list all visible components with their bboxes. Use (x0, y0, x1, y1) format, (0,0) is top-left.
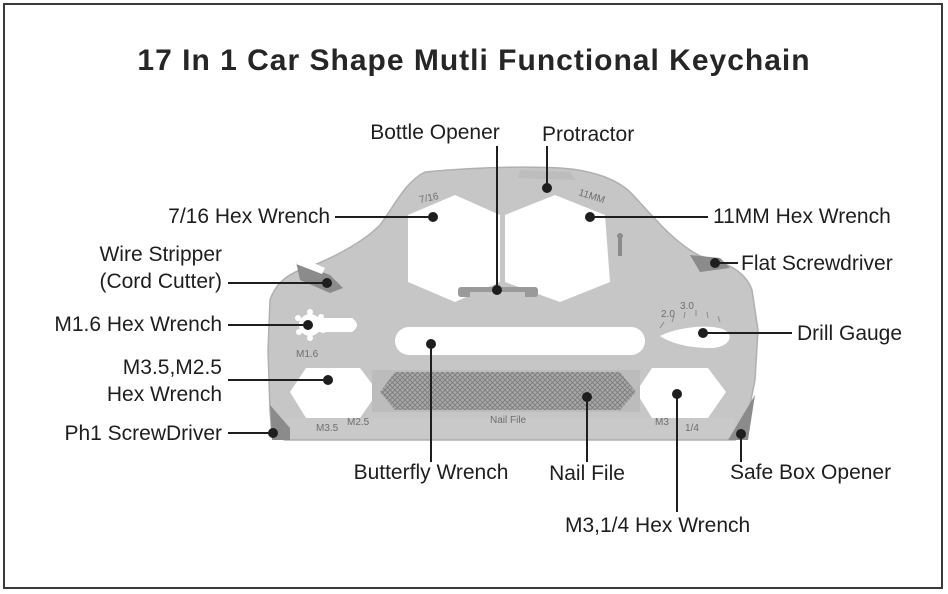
engraving-2-0: 2.0 (661, 309, 675, 320)
nail-file-texture (380, 372, 636, 410)
drill-gauge-hole (660, 326, 730, 348)
label-safe-box-opener: Safe Box Opener (730, 461, 892, 484)
diagram-title: 17 In 1 Car Shape Mutli Functional Keych… (137, 44, 811, 77)
label-wire-stripper: Wire Stripper (99, 243, 222, 266)
flat-screwdriver-tip (690, 255, 730, 272)
hex-m35-cutout (290, 368, 378, 418)
label-m16-hex-wrench: M1.6 Hex Wrench (54, 313, 222, 336)
hex-7-16-cutout (408, 195, 500, 302)
engraving-m25: M2.5 (347, 417, 370, 428)
label-11mm-hex-wrench: 11MM Hex Wrench (713, 205, 891, 228)
label-cord-cutter: (Cord Cutter) (99, 270, 222, 293)
hex-11mm-cutout (505, 195, 610, 302)
engraving-m3: M3 (655, 417, 669, 428)
label-flat-screwdriver: Flat Screwdriver (741, 252, 893, 275)
label-nail-file: Nail File (549, 462, 625, 485)
safe-box-opener-tip (728, 395, 755, 440)
engraving-m35: M3.5 (316, 423, 339, 434)
label-m3-hex-wrench: M3,1/4 Hex Wrench (565, 514, 751, 537)
label-bottle-opener: Bottle Opener (370, 121, 500, 144)
engraving-m16: M1.6 (296, 349, 319, 360)
label-m35-hex-wrench: Hex Wrench (106, 383, 222, 406)
engraving-1-4: 1/4 (685, 423, 699, 434)
label-7-16-hex-wrench: 7/16 Hex Wrench (168, 205, 330, 228)
butterfly-slot (395, 327, 645, 355)
label-butterfly-wrench: Butterfly Wrench (353, 461, 509, 484)
engraving-7-16: 7/16 (418, 191, 440, 206)
label-ph1-screwdriver: Ph1 ScrewDriver (64, 422, 222, 445)
engraving-3-0: 3.0 (680, 301, 694, 312)
label-m35-m25: M3.5,M2.5 (122, 356, 222, 379)
engraving-nail-file: Nail File (490, 415, 527, 426)
label-drill-gauge: Drill Gauge (797, 322, 903, 345)
label-protractor: Protractor (542, 123, 635, 146)
